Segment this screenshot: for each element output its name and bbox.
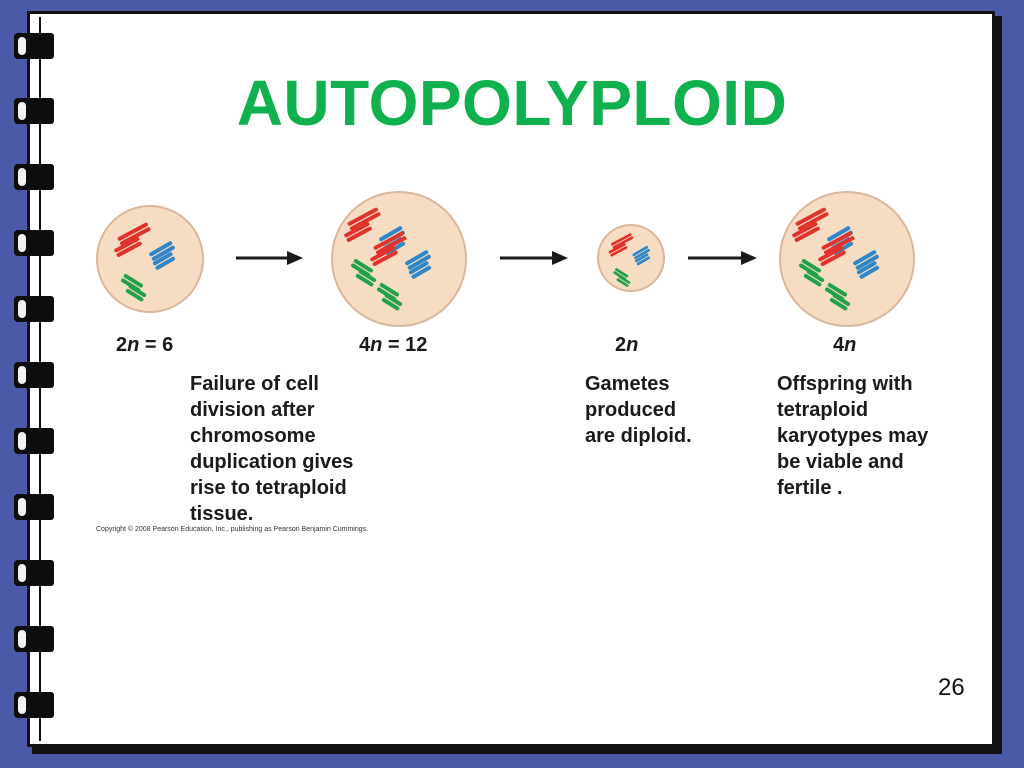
slide (27, 11, 995, 747)
description-line: are diploid. (585, 425, 692, 447)
description-offspring: Offspring with tetraploid karyotypes may… (777, 371, 928, 501)
binding-ring (14, 98, 54, 124)
binding-ring (14, 626, 54, 652)
description-line: Offspring with (777, 373, 913, 395)
chromosome (821, 231, 855, 255)
chromosome (373, 231, 407, 255)
chromosome (818, 246, 846, 266)
chromosome (856, 261, 880, 279)
description-line: division after (190, 399, 315, 421)
description-failure: Failure of cell division after chromosom… (190, 371, 353, 527)
description-line: be viable and (777, 451, 904, 473)
chromosome (125, 284, 147, 302)
chromosome (608, 243, 628, 257)
stage-label-tetraploid-tissue: 4n = 12 (359, 334, 428, 356)
chromosome (853, 250, 879, 270)
binding-ring (14, 362, 54, 388)
chromosome (344, 222, 372, 242)
description-line: karyotypes may (777, 425, 929, 447)
description-line: tetraploid (777, 399, 869, 421)
chromosome (347, 207, 381, 231)
chromosome (117, 222, 151, 246)
chromosome (408, 261, 432, 279)
chromosome (355, 269, 377, 287)
chromosome (610, 233, 634, 249)
description-line: tissue. (190, 503, 254, 525)
chromosome (829, 293, 851, 311)
description-line: produced (585, 399, 677, 421)
description-line: duplication gives (190, 451, 354, 473)
binding-ring (14, 164, 54, 190)
binding-ring (14, 428, 54, 454)
chromosome (381, 293, 403, 311)
chromosome (152, 252, 176, 270)
description-gametes: Gametes produced are diploid. (585, 371, 692, 449)
description-line: Gametes (585, 373, 670, 395)
description-line: chromosome (190, 425, 316, 447)
arrow-head (552, 251, 568, 265)
slide-title: AUTOPOLYPLOID (236, 67, 788, 139)
description-line: Failure of cell (190, 373, 319, 395)
binding-ring (14, 296, 54, 322)
arrow-head (741, 251, 757, 265)
stage-label-offspring: 4n (833, 334, 857, 356)
binding-ring (14, 692, 54, 718)
stage-label-gametes: 2n (615, 334, 639, 356)
description-line: rise to tetraploid (190, 477, 347, 499)
chromosome (616, 275, 631, 287)
chromosome (795, 207, 829, 231)
chromosome (632, 245, 650, 260)
arrow-head (287, 251, 303, 265)
page-number: 26 (938, 674, 965, 701)
chromosome (114, 237, 142, 257)
chromosome (149, 241, 175, 261)
chromosome (405, 250, 431, 270)
chromosome (370, 246, 398, 266)
binding-ring (14, 560, 54, 586)
binding-ring (14, 230, 54, 256)
description-line: fertile . (777, 477, 843, 499)
chromosome (803, 269, 825, 287)
binding-ring (14, 494, 54, 520)
cell (98, 207, 202, 311)
copyright-notice: Copyright © 2008 Pearson Education, Inc.… (96, 526, 369, 533)
chromosome (792, 222, 820, 242)
chromosome (634, 253, 651, 266)
stage-label-diploid-parent: 2n = 6 (116, 334, 174, 356)
binding-ring (14, 33, 54, 59)
